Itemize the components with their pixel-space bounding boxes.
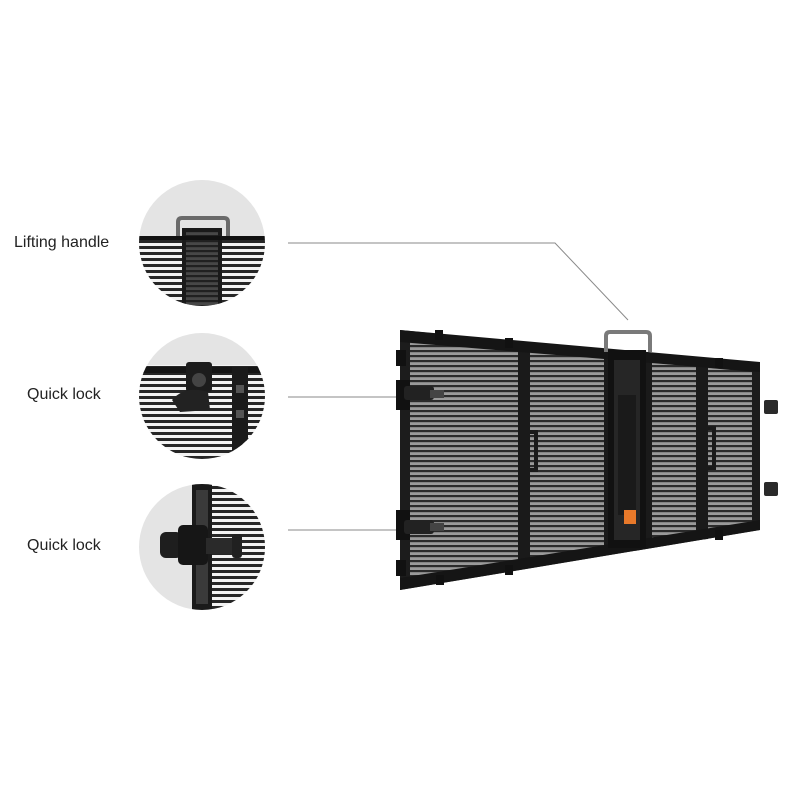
detail-circle-quick-lock-front <box>139 484 265 610</box>
detail-circle-lifting-handle <box>139 180 265 306</box>
detail-circle-quick-lock-side <box>139 333 265 459</box>
callout-label-quick-lock-2: Quick lock <box>27 537 101 554</box>
quick-lock-2 <box>404 520 444 534</box>
orange-indicator <box>624 510 636 524</box>
quick-lock-1 <box>404 386 444 400</box>
lifting-handle <box>604 330 652 352</box>
callout-label-quick-lock-1: Quick lock <box>27 386 101 403</box>
led-panel <box>396 330 778 590</box>
leader-line-lifting-handle <box>288 242 629 321</box>
control-module <box>608 350 646 548</box>
callout-label-lifting-handle: Lifting handle <box>14 234 110 251</box>
